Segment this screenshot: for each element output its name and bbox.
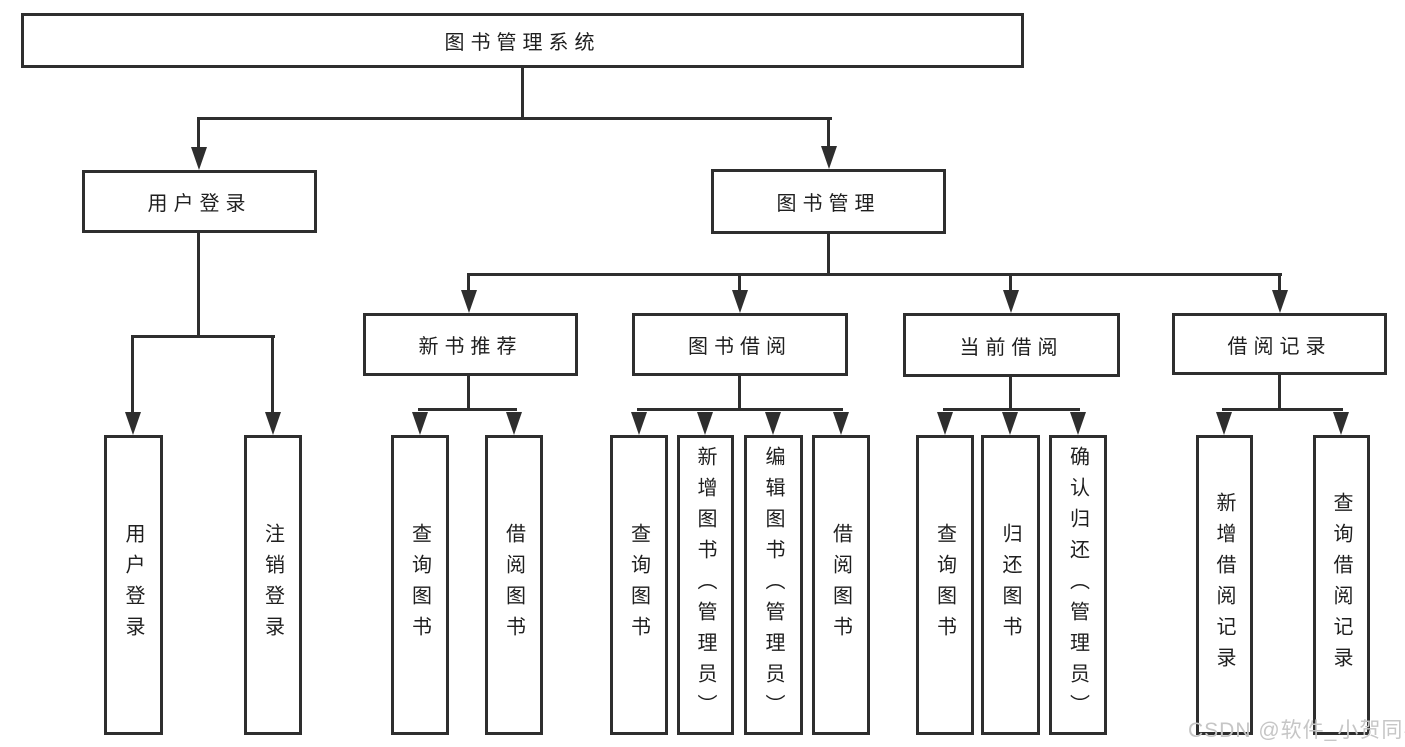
leaf-return-books-label: 归还图书 (999, 523, 1021, 647)
connector-to-user-login (197, 117, 200, 150)
connector-new-book-bus (418, 408, 517, 411)
csdn-watermark: CSDN @软件_小贺同学 (1188, 719, 1405, 742)
arrow-book-borrowing-leaf-3 (765, 412, 781, 435)
arrow-book-borrowing-leaf-4 (833, 412, 849, 435)
connector-to-book-borrowing (738, 273, 741, 292)
connector-user-login-down (197, 233, 200, 338)
connector-to-book-management (827, 117, 830, 149)
leaf-query-books-borrowing-label: 查询图书 (627, 523, 650, 647)
node-book-borrowing: 图书借阅 (632, 313, 848, 376)
node-root-label: 图书管理系统 (444, 32, 601, 54)
leaf-user-login-label: 用户登录 (122, 523, 144, 647)
leaf-add-books-admin: 新增图书（管理员） (677, 435, 734, 735)
arrow-to-borrowing-records (1272, 290, 1288, 313)
arrow-to-leaf-login (125, 412, 141, 435)
leaf-query-books-recommend: 查询图书 (391, 435, 449, 735)
connector-to-borrowing-records (1278, 273, 1281, 292)
arrow-book-borrowing-leaf-1 (631, 412, 647, 435)
arrow-to-user-login (191, 147, 207, 170)
arrow-current-borrowing-leaf-2 (1002, 412, 1018, 435)
arrow-borrowing-records-leaf-1 (1216, 412, 1232, 435)
node-book-management-label: 图书管理 (776, 193, 881, 215)
leaf-add-borrow-record: 新增借阅记录 (1196, 435, 1253, 735)
connector-level2-bus (197, 117, 832, 120)
node-book-borrowing-label: 图书借阅 (688, 336, 792, 358)
arrow-to-current-borrowing (1003, 290, 1019, 313)
connector-book-borrowing-down (738, 376, 741, 411)
connector-new-book-down (467, 376, 470, 411)
connector-current-borrowing-down (1009, 376, 1012, 411)
connector-user-login-bus (131, 335, 275, 338)
node-borrowing-records-label: 借阅记录 (1227, 335, 1332, 358)
arrow-book-borrowing-leaf-2 (697, 412, 713, 435)
leaf-query-borrow-record-label: 查询借阅记录 (1330, 492, 1352, 678)
leaf-query-books-borrowing: 查询图书 (610, 435, 668, 735)
arrow-to-book-management (821, 146, 837, 169)
node-root: 图书管理系统 (21, 13, 1024, 68)
connector-to-current-borrowing (1009, 273, 1012, 292)
node-borrowing-records: 借阅记录 (1172, 313, 1387, 375)
connector-borrowing-records-bus (1222, 408, 1343, 411)
arrow-to-new-book (461, 290, 477, 313)
leaf-user-login: 用户登录 (104, 435, 163, 735)
arrow-current-borrowing-leaf-1 (937, 412, 953, 435)
node-new-book-recommendation-label: 新书推荐 (418, 336, 523, 358)
connector-to-leaf-logout (271, 335, 274, 414)
connector-current-borrowing-bus (943, 408, 1080, 411)
node-current-borrowing: 当前借阅 (903, 313, 1120, 377)
leaf-add-borrow-record-label: 新增借阅记录 (1213, 492, 1235, 678)
arrow-to-book-borrowing (732, 290, 748, 313)
connector-borrowing-records-down (1278, 375, 1281, 411)
leaf-return-books: 归还图书 (981, 435, 1040, 735)
leaf-query-books-recommend-label: 查询图书 (408, 523, 431, 647)
connector-level3-bus (467, 273, 1282, 276)
leaf-borrow-books-borrowing-label: 借阅图书 (829, 523, 852, 647)
leaf-query-books-current-label: 查询图书 (933, 523, 956, 647)
node-book-management: 图书管理 (711, 169, 946, 234)
arrow-borrowing-records-leaf-2 (1333, 412, 1349, 435)
arrow-to-leaf-logout (265, 412, 281, 435)
connector-to-new-book (467, 273, 470, 292)
leaf-logout: 注销登录 (244, 435, 302, 735)
leaf-confirm-return-admin-label: 确认归还（管理员） (1066, 445, 1089, 725)
node-user-login-label: 用户登录 (147, 193, 252, 215)
leaf-add-books-admin-label: 新增图书（管理员） (694, 445, 716, 725)
node-current-borrowing-label: 当前借阅 (959, 336, 1064, 359)
node-new-book-recommendation: 新书推荐 (363, 313, 578, 376)
leaf-edit-books-admin-label: 编辑图书（管理员） (762, 445, 784, 725)
arrow-new-book-leaf-1 (412, 412, 428, 435)
connector-root-down (521, 68, 524, 118)
leaf-confirm-return-admin: 确认归还（管理员） (1049, 435, 1107, 735)
arrow-current-borrowing-leaf-3 (1070, 412, 1086, 435)
leaf-logout-label: 注销登录 (261, 523, 284, 647)
leaf-borrow-books-recommend-label: 借阅图书 (502, 523, 525, 647)
leaf-borrow-books-borrowing: 借阅图书 (812, 435, 870, 735)
connector-book-borrowing-bus (637, 408, 843, 411)
leaf-query-borrow-record: 查询借阅记录 (1313, 435, 1370, 735)
leaf-query-books-current: 查询图书 (916, 435, 974, 735)
leaf-edit-books-admin: 编辑图书（管理员） (744, 435, 803, 735)
connector-book-management-down (827, 234, 830, 276)
arrow-new-book-leaf-2 (506, 412, 522, 435)
leaf-borrow-books-recommend: 借阅图书 (485, 435, 543, 735)
connector-to-leaf-login (131, 335, 134, 414)
node-user-login: 用户登录 (82, 170, 317, 233)
